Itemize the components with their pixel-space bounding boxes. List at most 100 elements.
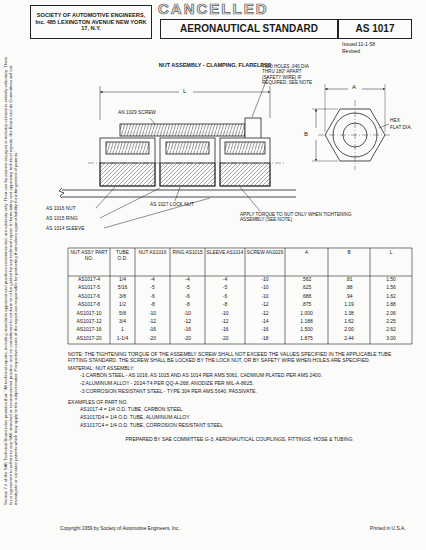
table-cell: 1.000: [286, 311, 327, 317]
note-text: AS1017C4 = 1/4 O.D. TUBE, CORROSION RESI…: [80, 423, 410, 429]
table-cell: L: [371, 250, 411, 256]
drawing-label: AS 1015 RING: [46, 216, 78, 222]
note-text: AS1017-4 = 1/4 O.D. TUBE, CARBON STEEL: [80, 407, 410, 413]
box-text: AS 1017: [356, 23, 395, 35]
table-cell: -10: [136, 311, 169, 317]
table-cell: AS1017-10: [69, 311, 109, 317]
table-cell: -20: [171, 336, 204, 342]
table-cell: AS1017-8: [69, 302, 109, 308]
drawing-label: FLAT DIA.: [390, 125, 412, 131]
end-view: [312, 84, 392, 170]
margin-note: Section 7.4 of the SAE Technical Board r…: [4, 55, 19, 505]
table-cell: 1: [111, 327, 134, 333]
table-cell: -20: [206, 336, 244, 342]
table-cell: 2.62: [371, 327, 411, 333]
table-cell: 1/4: [111, 277, 134, 283]
table-cell: SLEEVE AS1014: [206, 250, 244, 256]
table-cell: 1.188: [286, 319, 327, 325]
table-cell: 2.00: [329, 327, 369, 333]
table-cell: -16: [246, 327, 284, 333]
table-cell: AS1017-5: [69, 285, 109, 291]
table-cell: -8: [171, 302, 204, 308]
table-cell: -4: [136, 277, 169, 283]
drawing-label: A: [352, 84, 356, 91]
table-cell: 2.44: [329, 336, 369, 342]
table-cell: -10: [246, 285, 284, 291]
number-box: AS 1017: [338, 19, 412, 39]
table-cell: 5/16: [111, 285, 134, 291]
table-cell: .88: [329, 285, 369, 291]
table-cell: -18: [246, 336, 284, 342]
table-cell: 1.62: [329, 319, 369, 325]
table-cell: 3/4: [111, 319, 134, 325]
table-cell: 3/8: [111, 294, 134, 300]
note-text: PREPARED BY SAE COMMITTEE G-3, AERONAUTI…: [68, 437, 410, 443]
side-view: [59, 76, 296, 228]
note-text: -1 CARBON STEEL - AS 1016, AS 1015 AND A…: [80, 373, 410, 379]
note-text: -3 CORROSION RESISTANT STEEL - TYPE 304 …: [80, 389, 410, 395]
table-cell: -5: [136, 285, 169, 291]
drawing-label: APPLY TORQUE TO NUT ONLY WHEN TIGHTENING…: [240, 212, 360, 223]
table-cell: -16: [171, 327, 204, 333]
table-cell: -12: [171, 319, 204, 325]
drawing-label: TWO HOLES .040 DIA THRU 180° APART (SAFE…: [262, 64, 320, 85]
table-cell: 1.500: [286, 327, 327, 333]
table-cell: -6: [206, 294, 244, 300]
box-text: AERONAUTICAL STANDARD: [180, 23, 318, 35]
table-cell: -10: [206, 311, 244, 317]
box-text: SOCIETY OF AUTOMOTIVE ENGINEERS, Inc. 48…: [34, 12, 148, 31]
drawing-label: Issued 11-1-58: [342, 42, 375, 48]
table-cell: -10: [171, 311, 204, 317]
watermark: CANCELLED: [158, 0, 269, 17]
table-cell: AS1017-16: [69, 327, 109, 333]
note-text: EXAMPLES OF PART NO.: [68, 400, 410, 406]
table-cell: 1.56: [371, 285, 411, 291]
table-cell: A: [286, 250, 327, 256]
table-cell: -14: [246, 319, 284, 325]
table-cell: 1.88: [371, 302, 411, 308]
table-cell: -16: [136, 327, 169, 333]
table-cell: -6: [171, 294, 204, 300]
table-cell: -5: [171, 285, 204, 291]
table-cell: AS1017-12: [69, 319, 109, 325]
table-cell: -12: [246, 302, 284, 308]
table-cell: -12: [136, 319, 169, 325]
table-cell: 1/2: [111, 302, 134, 308]
drawing-label: L: [183, 88, 186, 95]
table-cell: .688: [286, 294, 327, 300]
table-cell: 1.50: [371, 277, 411, 283]
table-cell: .875: [286, 302, 327, 308]
drawing-label: HEX: [390, 118, 400, 124]
table-cell: -12: [246, 311, 284, 317]
table-cell: -4: [206, 277, 244, 283]
table-cell: -10: [246, 277, 284, 283]
table-cell: NUT ASSY PART NO.: [69, 250, 109, 261]
table-cell: SCREW AN1029: [246, 250, 284, 256]
table-cell: -8: [136, 302, 169, 308]
table-cell: AS1017-4: [69, 277, 109, 283]
table-cell: -12: [206, 319, 244, 325]
table-cell: B: [329, 250, 369, 256]
drawing-label: AS 1016 NUT: [46, 206, 76, 212]
table-cell: 1.19: [329, 302, 369, 308]
table-cell: -16: [206, 327, 244, 333]
table-grid: [68, 248, 412, 344]
table-cell: AS1017-6: [69, 294, 109, 300]
table-cell: -6: [136, 294, 169, 300]
table-cell: AS1017-20: [69, 336, 109, 342]
table-cell: RING AS1015: [171, 250, 204, 256]
table-cell: TUBE O.D.: [111, 250, 134, 261]
note-text: MATERIAL: NUT ASSEMBLY:: [68, 366, 410, 372]
table-cell: -8: [206, 302, 244, 308]
table-cell: 1.38: [329, 311, 369, 317]
table-cell: -10: [246, 294, 284, 300]
note-text: AS1017D4 = 1/4 O.D. TUBE, ALUMINUM ALLOY: [80, 415, 410, 421]
drawing-label: Revised: [342, 49, 360, 55]
drawing-label: Printed in U.S.A.: [370, 526, 405, 532]
drawing-label: Copyright 1959 by Society of Automotive …: [60, 526, 180, 532]
table-cell: .94: [329, 294, 369, 300]
table-cell: 1-1/4: [111, 336, 134, 342]
title-box: AERONAUTICAL STANDARD: [160, 19, 338, 39]
table-cell: 2.06: [371, 311, 411, 317]
